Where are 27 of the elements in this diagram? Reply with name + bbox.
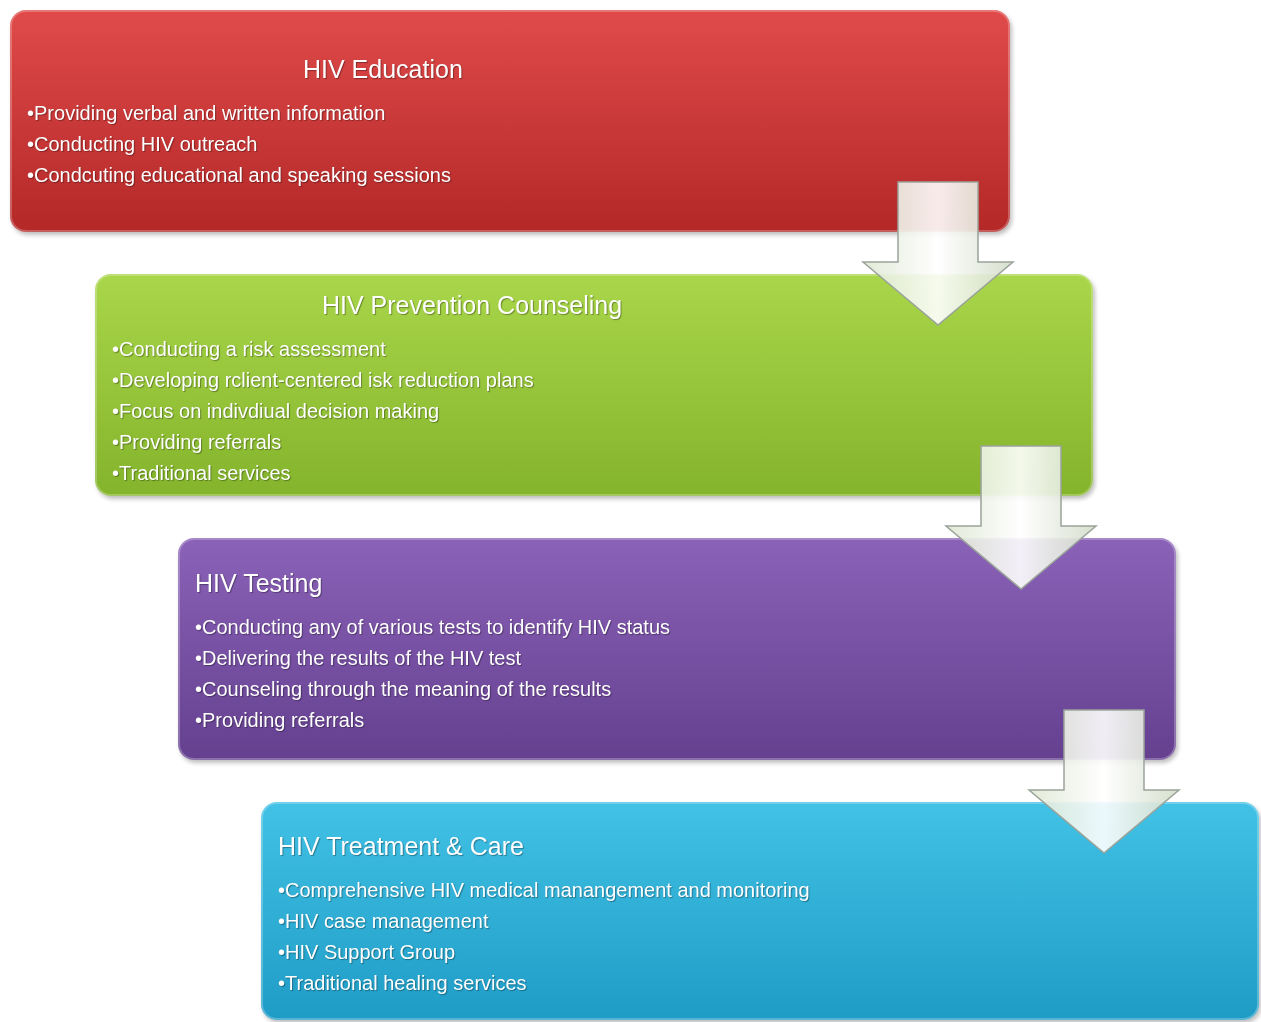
process-box xyxy=(261,802,1259,1020)
bullet-item: •Comprehensive HIV medical manangement and monitoring xyxy=(278,880,810,900)
bullet-item: •Counseling through the meaning of the results xyxy=(195,679,612,699)
bullet-item: •Providing verbal and written information xyxy=(27,103,386,123)
bullet-item: •Conducting a risk assessment xyxy=(112,339,386,359)
process-box xyxy=(95,274,1093,496)
bullet-item: •Conducting any of various tests to identify HIV status xyxy=(195,617,671,637)
bullet-item: •Traditional healing services xyxy=(278,973,527,993)
bullet-item: •Condcuting educational and speaking sessions xyxy=(27,165,451,185)
bullet-item: •Traditional services xyxy=(112,463,291,483)
bullet-item: •Focus on indivdiual decision making xyxy=(112,401,440,421)
box-title: HIV Treatment & Care xyxy=(278,834,524,859)
block-arrow xyxy=(860,181,1016,326)
box-title: HIV Education xyxy=(303,57,463,82)
block-arrow xyxy=(943,445,1099,590)
block-arrow xyxy=(1026,709,1182,854)
process-box xyxy=(178,538,1176,760)
box-title: HIV Testing xyxy=(195,571,323,596)
process-box xyxy=(10,10,1010,232)
box-title: HIV Prevention Counseling xyxy=(322,293,623,318)
bullet-item: •Developing rclient-centered isk reduction plans xyxy=(112,370,534,390)
bullet-item: •Providing referrals xyxy=(112,432,282,452)
bullet-item: •HIV Support Group xyxy=(278,942,456,962)
bullet-item: •Delivering the results of the HIV test xyxy=(195,648,522,668)
bullet-item: •HIV case management xyxy=(278,911,489,931)
bullet-item: •Providing referrals xyxy=(195,710,365,730)
bullet-item: •Conducting HIV outreach xyxy=(27,134,258,154)
